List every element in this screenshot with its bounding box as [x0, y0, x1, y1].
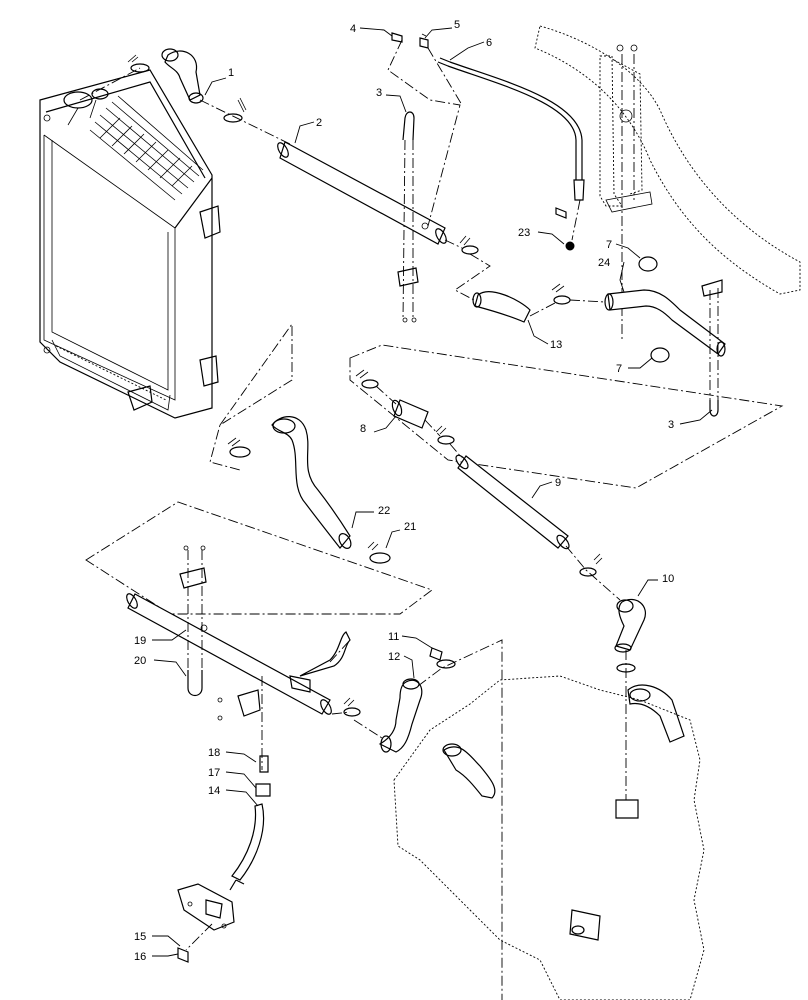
callout-20: 20	[134, 655, 146, 667]
callout-3b: 3	[668, 419, 674, 431]
long-hose-22	[271, 416, 352, 549]
elbow-hose-10	[614, 598, 646, 800]
callout-6: 6	[486, 37, 492, 49]
callout-24: 24	[598, 257, 610, 269]
callout-7a: 7	[606, 239, 612, 251]
clamp-11	[429, 647, 456, 669]
callout-11: 11	[388, 631, 399, 643]
sensor-cable-assembly	[391, 32, 585, 201]
callout-1: 1	[228, 67, 234, 79]
upper-radiator-hose	[127, 48, 247, 123]
u-bolt-lower	[701, 279, 723, 417]
callout-15: 15	[134, 931, 146, 943]
o-ring-upper	[638, 256, 658, 272]
callout-3a: 3	[376, 87, 382, 99]
callout-9: 9	[555, 477, 561, 489]
lower-bracket	[217, 689, 261, 721]
callout-17: 17	[208, 767, 220, 779]
callout-8: 8	[360, 423, 366, 435]
hose-12	[378, 678, 423, 753]
callout-4: 4	[350, 23, 356, 35]
callout-22: 22	[378, 505, 390, 517]
o-ring-lower	[650, 347, 670, 363]
callout-14: 14	[208, 785, 220, 797]
bent-pipe-24	[604, 289, 726, 357]
hose-13	[472, 291, 531, 323]
fitting-23	[555, 207, 575, 251]
group-outline-left	[209, 322, 293, 471]
group-outline-middle	[349, 344, 784, 489]
callout-23: 23	[518, 227, 530, 239]
callout-13: 13	[550, 339, 562, 351]
callout-16: 16	[134, 951, 146, 963]
callout-5: 5	[454, 19, 460, 31]
middle-pipe-9	[455, 454, 570, 550]
clamp-21	[367, 541, 391, 564]
upper-coolant-pipe	[277, 141, 447, 245]
coupling-hose-8	[355, 369, 455, 445]
group-outline-lower	[85, 501, 433, 615]
callout-7b: 7	[616, 363, 622, 375]
callout-19: 19	[134, 635, 146, 647]
lower-coolant-pipe-19	[126, 545, 332, 715]
callout-21: 21	[404, 521, 416, 533]
frame-tube	[534, 25, 801, 295]
drain-assembly	[177, 755, 271, 963]
u-bolt-20	[187, 670, 203, 697]
u-bolt-upper	[397, 111, 419, 323]
callout-2: 2	[316, 117, 322, 129]
callout-labels: 1 2 3 3 4 5 6 7 7 8 9 10 11 12 13 14 15 …	[134, 19, 674, 963]
callout-12: 12	[388, 651, 400, 663]
radiator	[39, 69, 221, 419]
leader-lines	[152, 27, 713, 957]
callout-18: 18	[208, 747, 220, 759]
callout-10: 10	[662, 573, 674, 585]
engine-block	[393, 675, 705, 1000]
